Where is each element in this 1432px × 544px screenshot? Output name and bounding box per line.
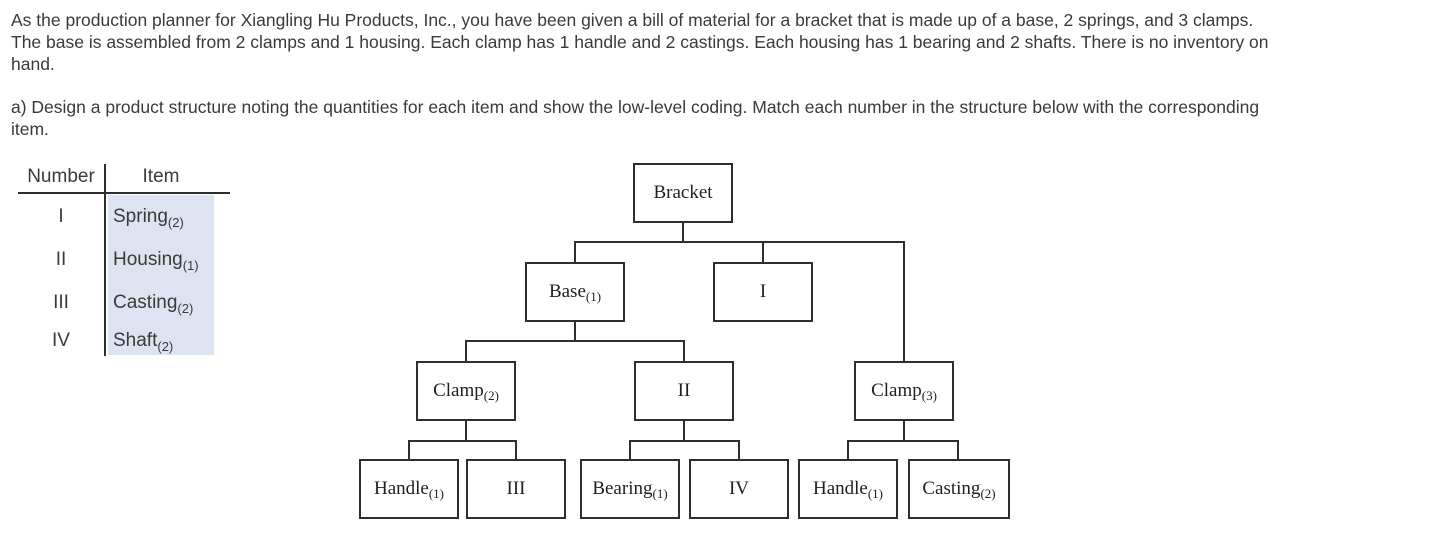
tree-node-roman-4: IV — [689, 459, 789, 519]
tree-node-bearing: Bearing(1) — [580, 459, 680, 519]
row-number: I — [58, 206, 64, 227]
node-quantity-subscript: (3) — [921, 388, 937, 403]
table-header-underline — [18, 192, 230, 194]
table-row: II Housing(1) — [18, 240, 230, 280]
intro-line-2: The base is assembled from 2 clamps and … — [11, 32, 1269, 52]
node-quantity-subscript: (1) — [585, 289, 602, 304]
node-label: III — [506, 478, 526, 499]
row-item: Housing(1) — [113, 249, 199, 273]
table-row: III Casting(2) — [18, 283, 230, 323]
table-column-divider — [104, 164, 106, 356]
item-quantity-subscript: (2) — [177, 301, 194, 316]
node-quantity-subscript: (1) — [652, 486, 668, 501]
node-quantity-subscript: (2) — [980, 486, 996, 501]
low-level-code-table: Number Item I Spring(2) II Housing(1) II… — [18, 164, 230, 357]
node-label: Handle — [373, 478, 429, 499]
node-quantity-subscript: (2) — [483, 388, 499, 403]
tree-node-casting: Casting(2) — [908, 459, 1010, 519]
node-label: IV — [728, 478, 750, 499]
tree-node-handle-right: Handle(1) — [798, 459, 898, 519]
node-quantity-subscript: (1) — [428, 486, 445, 501]
part-a-line-1: a) Design a product structure noting the… — [11, 97, 1260, 117]
node-quantity-subscript: (1) — [867, 486, 884, 501]
node-label: Clamp — [433, 380, 484, 401]
node-label: Casting — [922, 478, 981, 499]
node-label: Clamp — [871, 380, 922, 401]
tree-node-roman-1: I — [713, 262, 813, 322]
table-row: I Spring(2) — [18, 197, 230, 237]
intro-line-1: As the production planner for Xiangling … — [11, 10, 1254, 30]
part-a-paragraph: a) Design a product structure noting the… — [11, 96, 1259, 140]
intro-line-3: hand. — [11, 54, 55, 74]
row-item: Casting(2) — [113, 292, 194, 316]
tree-node-handle-left: Handle(1) — [359, 459, 459, 519]
item-quantity-subscript: (2) — [157, 339, 174, 354]
node-label: II — [677, 380, 691, 401]
table-header-number: Number — [27, 166, 95, 187]
node-label: Base — [548, 281, 586, 302]
item-quantity-subscript: (1) — [182, 258, 199, 273]
row-item: Shaft(2) — [113, 330, 174, 354]
tree-node-roman-3: III — [466, 459, 566, 519]
node-label: I — [759, 281, 767, 302]
tree-node-bracket: Bracket — [633, 163, 733, 223]
row-item: Spring(2) — [113, 206, 184, 230]
tree-node-base: Base(1) — [525, 262, 625, 322]
item-column-highlight — [108, 195, 214, 355]
tree-node-clamp-2: Clamp(2) — [416, 361, 516, 421]
item-quantity-subscript: (2) — [167, 215, 184, 230]
part-a-line-2: item. — [11, 119, 49, 139]
table-row: IV Shaft(2) — [18, 321, 230, 361]
tree-node-roman-2: II — [634, 361, 734, 421]
intro-paragraph: As the production planner for Xiangling … — [11, 9, 1269, 75]
row-number: III — [53, 292, 69, 313]
row-number: II — [55, 249, 67, 270]
node-label: Bracket — [653, 182, 713, 203]
table-header-row: Number Item — [18, 166, 230, 192]
table-header-item: Item — [142, 166, 180, 187]
node-label: Bearing — [592, 478, 653, 499]
node-label: Handle — [812, 478, 868, 499]
tree-node-clamp-3: Clamp(3) — [854, 361, 954, 421]
row-number: IV — [52, 330, 70, 351]
